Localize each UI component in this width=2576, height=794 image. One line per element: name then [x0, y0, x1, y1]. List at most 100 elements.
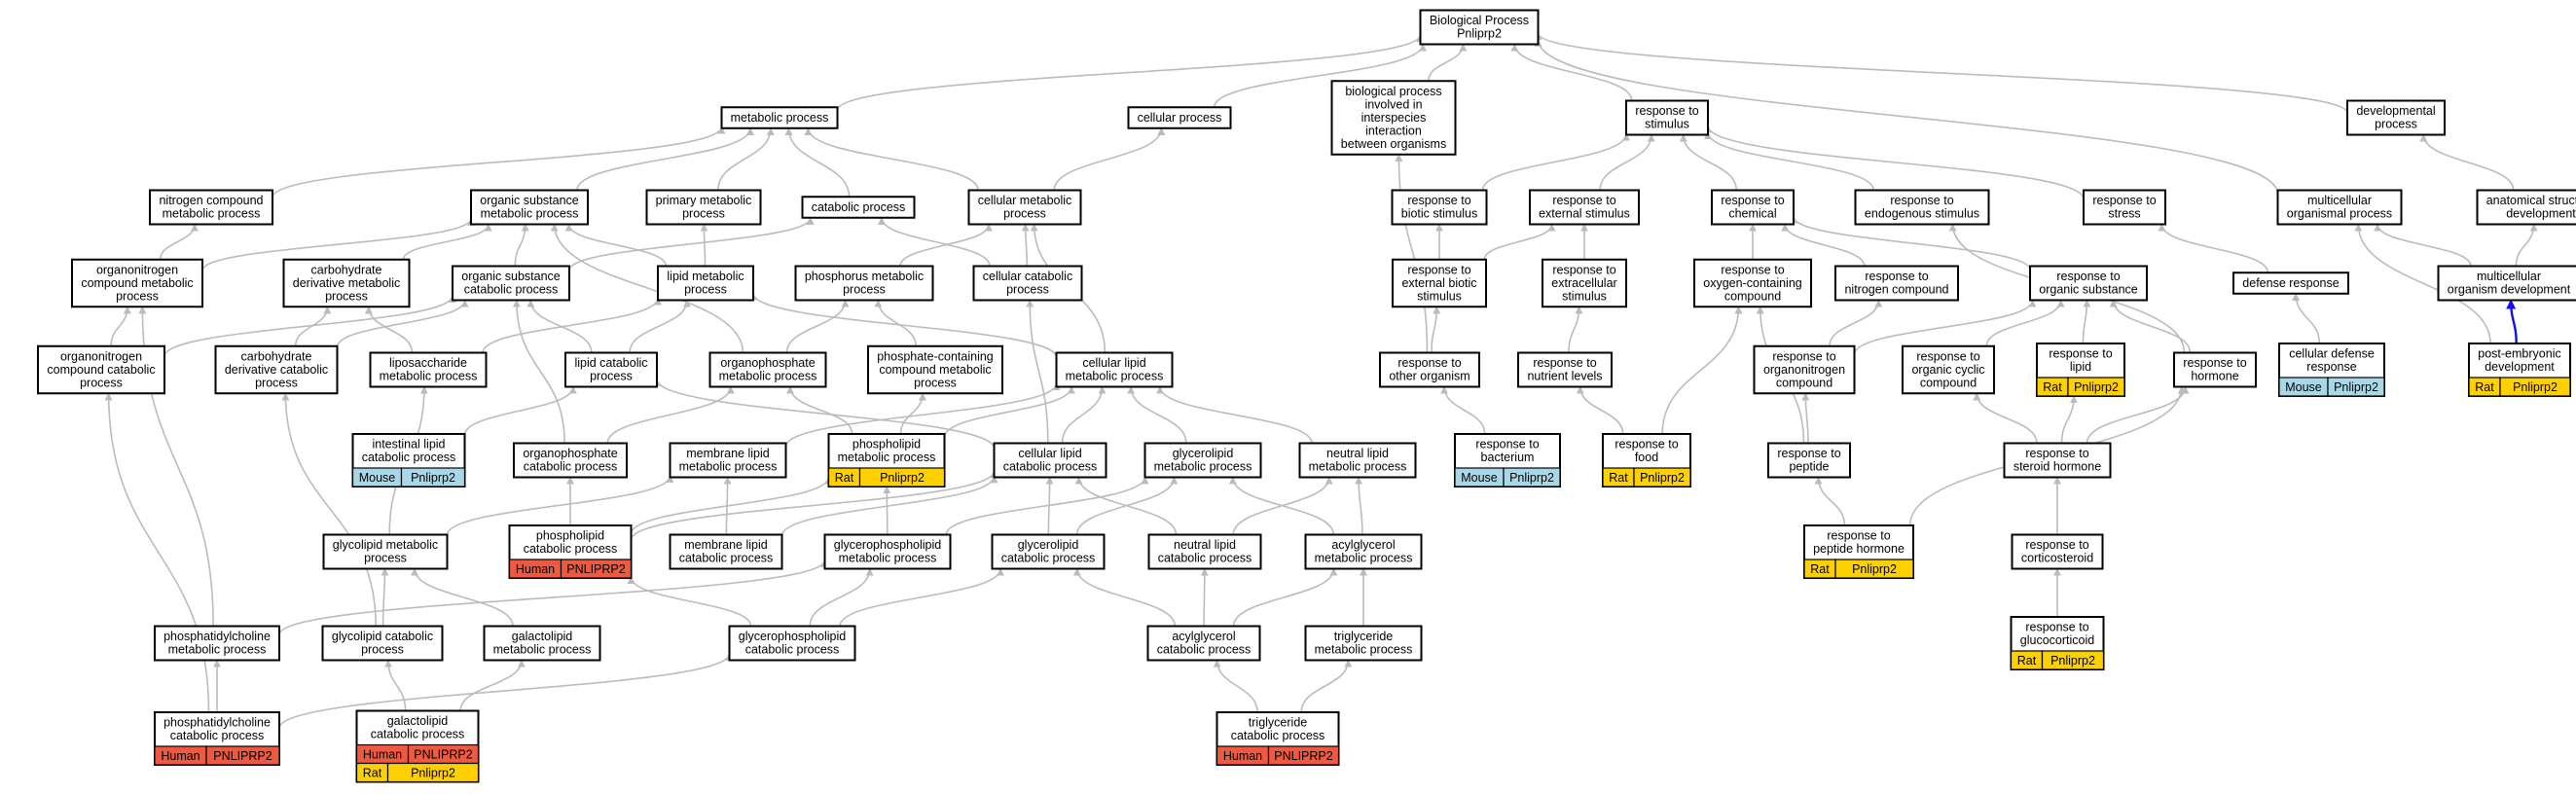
- go-term-label: primary metabolic: [656, 194, 752, 207]
- go-term-label: response to: [1865, 270, 1928, 283]
- go-term-metab[interactable]: metabolic process: [720, 106, 839, 129]
- go-term-box: [1391, 189, 1488, 226]
- go-term-label: metabolic process: [1315, 643, 1413, 657]
- go-term-box: [1529, 189, 1640, 226]
- go-term-defense[interactable]: defense response: [2232, 271, 2349, 295]
- go-term-label: carbohydrate: [311, 263, 382, 276]
- go-term-label: steroid hormone: [2014, 460, 2101, 474]
- gene-label: Pnliprp2: [880, 471, 925, 485]
- go-term-label: catabolic process: [464, 283, 559, 297]
- go-term-label: response to: [2092, 194, 2156, 207]
- go-term-catab[interactable]: catabolic process: [801, 196, 916, 219]
- go-term-label: process: [325, 289, 368, 303]
- gene-cell: [858, 467, 946, 487]
- go-term-cellproc[interactable]: cellular process: [1127, 106, 1232, 129]
- go-term-label: metabolic process: [481, 207, 579, 221]
- go-term-anatom[interactable]: anatomical structuredevelopment: [2476, 189, 2576, 226]
- go-term-box: [1517, 351, 1613, 388]
- go-term-label: defense response: [2242, 276, 2339, 290]
- go-term-box: [1330, 80, 1457, 156]
- go-term-label: catabolic process: [679, 552, 774, 565]
- go-term-box: [669, 442, 787, 479]
- go-term-label: process: [116, 289, 159, 303]
- is-a-edge: [1829, 299, 1883, 346]
- go-term-label: interaction: [1365, 124, 1422, 137]
- is-a-edge: [576, 126, 754, 191]
